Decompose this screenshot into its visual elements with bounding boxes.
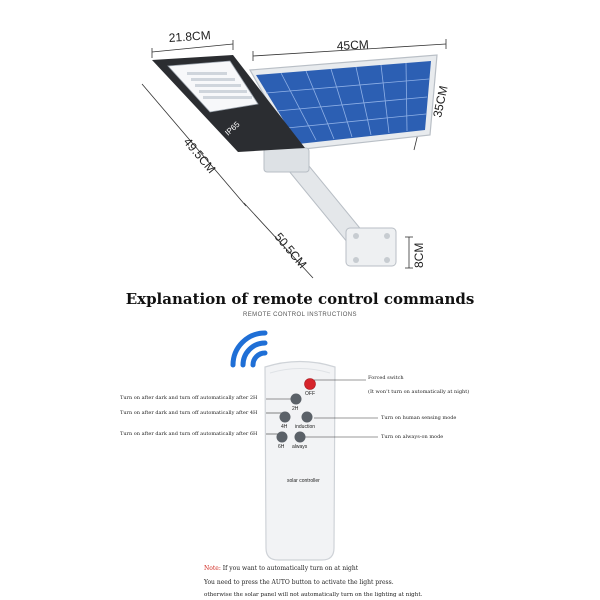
solar-panel <box>249 54 438 151</box>
mounting-arm <box>263 147 397 267</box>
4h-button-label: 4H <box>281 424 288 430</box>
page-title: Explanation of remote control commands <box>125 290 475 308</box>
6h-button-label: 6H <box>278 444 285 450</box>
2h-button[interactable] <box>290 393 302 405</box>
4h-button[interactable] <box>279 411 291 423</box>
dimension-bracket-height: 8CM <box>412 243 426 268</box>
callout-after-6h: Turn on after dark and turn off automati… <box>120 431 258 437</box>
callout-after-4h: Turn on after dark and turn off automati… <box>120 410 258 416</box>
street-light-product-image: IP65 21.8CM 45CM 35CM 49.5CM 50.5CM 8CM <box>141 28 451 279</box>
dimension-panel-height: 35CM <box>430 84 450 118</box>
induction-button[interactable] <box>301 411 313 423</box>
callout-lines <box>266 379 378 438</box>
dimension-panel-width: 45CM <box>336 37 369 53</box>
note-line-1-text: If you want to automatically turn on at … <box>222 565 359 572</box>
induction-button-label: induction <box>295 424 315 430</box>
always-button-label: always <box>292 444 308 450</box>
note-line-3: otherwise the solar panel will not autom… <box>204 592 423 598</box>
note-prefix: Note: <box>204 565 221 572</box>
always-button[interactable] <box>294 431 306 443</box>
callout-forced-switch-note: (It won’t turn on automatically at night… <box>368 389 470 395</box>
callout-forced-switch: Forced switch <box>368 375 404 381</box>
wireless-signal-icon <box>230 330 268 368</box>
dimension-lamp-width: 21.8CM <box>168 28 211 45</box>
callout-always-on: Turn on always-on mode <box>381 434 444 440</box>
page-subtitle: REMOTE CONTROL INSTRUCTIONS <box>243 312 357 318</box>
callout-after-2h: Turn on after dark and turn off automati… <box>120 395 258 401</box>
6h-button[interactable] <box>276 431 288 443</box>
2h-button-label: 2H <box>292 406 299 412</box>
off-button-label: OFF <box>305 391 315 397</box>
callout-sensing: Turn on human sensing mode <box>381 415 457 421</box>
off-button[interactable] <box>304 378 316 390</box>
remote-body <box>264 360 336 561</box>
note-line-2: You need to press the AUTO button to act… <box>204 579 394 586</box>
note-line-1: Note: If you want to automatically turn … <box>204 565 358 572</box>
lamp-head: IP65 <box>152 55 305 152</box>
remote-brand-label: solar controller <box>287 478 320 484</box>
